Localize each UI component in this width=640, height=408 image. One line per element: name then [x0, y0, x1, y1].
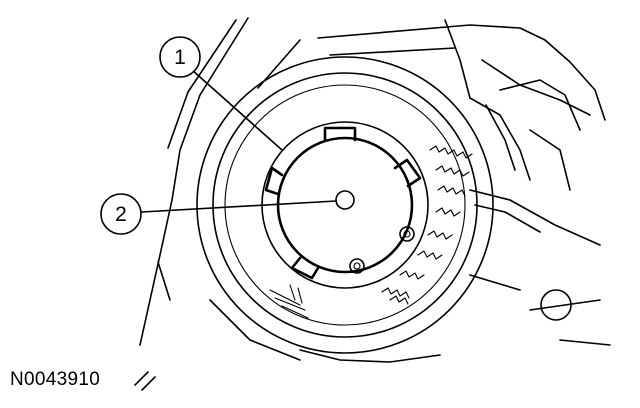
bore-rings — [196, 56, 494, 354]
callout-2: 2 — [100, 193, 142, 235]
callout-1: 1 — [159, 36, 201, 78]
leader-lines — [141, 69, 337, 213]
spring-detail — [269, 284, 309, 319]
gear-teeth — [381, 145, 473, 305]
center-hub — [335, 190, 355, 210]
callout-2-label: 2 — [115, 203, 127, 226]
reference-code: N0043910 — [10, 369, 101, 390]
housing-outline — [134, 17, 611, 391]
callout-1-label: 1 — [174, 46, 186, 69]
retaining-plate — [261, 121, 429, 289]
bolt-hole — [540, 289, 572, 321]
